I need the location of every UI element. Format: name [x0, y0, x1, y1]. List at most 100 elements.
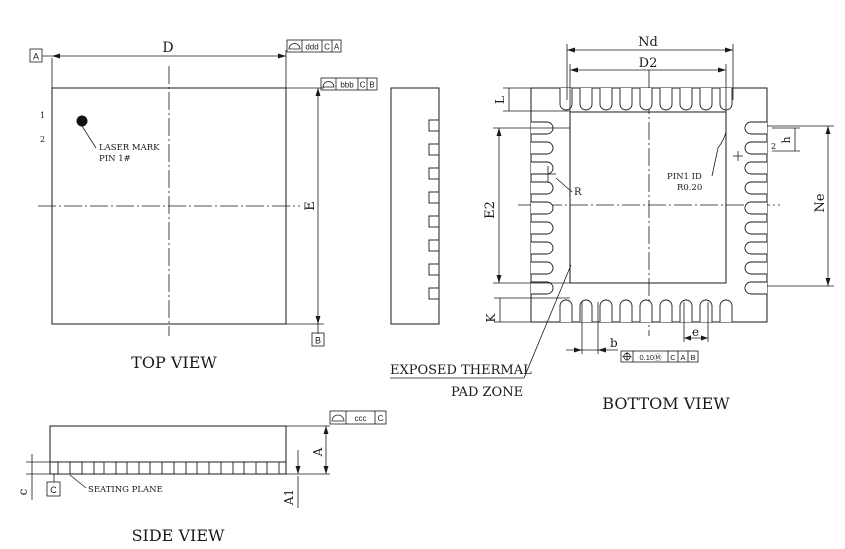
dim-nd-label: Nd — [638, 35, 658, 50]
position-datum-a: A — [680, 353, 685, 362]
bottom-view-pad-bottom — [579, 299, 593, 322]
dim-e-pitch-arrow-left — [684, 335, 691, 341]
ddd-datum-a: A — [334, 43, 340, 52]
bottom-view-pad-bottom — [619, 299, 633, 322]
dim-e-pitch-arrow-right — [701, 335, 708, 341]
bottom-view-pad-bottom — [719, 299, 733, 322]
bottom-view-pad-bottom — [639, 299, 653, 322]
dim-k-label: K — [484, 312, 498, 322]
exposed-thermal-pad — [569, 111, 727, 284]
datum-b-box — [311, 332, 325, 347]
bottom-view-title: BOTTOM VIEW — [602, 394, 730, 413]
bottom-view-pad-top — [659, 88, 673, 111]
side-view-body-outline — [49, 425, 287, 475]
seating-plane-leader — [69, 474, 87, 489]
laser-mark-pin-label-text: PIN 1# — [99, 154, 131, 164]
bottom-view-pad-bottom — [659, 299, 673, 322]
bottom-view-pad-left — [531, 241, 554, 255]
dim-a1-arrow — [295, 466, 301, 474]
bbb-datum-c: C — [360, 81, 366, 90]
bottom-view-pad-left — [531, 181, 554, 195]
dim-e-arrow-top — [315, 88, 321, 96]
bottom-view-pad-top — [559, 88, 573, 111]
datum-a-box — [29, 48, 43, 63]
datum-a-label: A — [33, 52, 39, 62]
side-view-pads — [57, 461, 280, 475]
bottom-view-pad-left — [531, 261, 554, 275]
dim-l-label: L — [493, 96, 507, 104]
ccc-datum-c: C — [378, 414, 384, 423]
thermal-pad-leader — [523, 264, 572, 379]
side-view-lead — [173, 461, 187, 475]
bottom-view-pad-top — [639, 88, 653, 111]
end-view — [390, 87, 440, 325]
bottom-view-pad-top — [599, 88, 613, 111]
seating-plane-label: SEATING PLANE — [88, 485, 163, 495]
r-leader — [555, 177, 573, 193]
bottom-view-pad-top — [699, 88, 713, 111]
end-view-pad — [428, 263, 440, 276]
dim-ne-arrow-top — [825, 126, 831, 134]
pin1-id-radius: R0.20 — [677, 183, 702, 193]
bottom-view-pad-top — [679, 88, 693, 111]
side-view-lead — [196, 461, 210, 475]
datum-c-label: C — [50, 485, 57, 495]
side-view-lead — [81, 461, 95, 475]
pin1-id-leader — [711, 131, 727, 177]
side-view-lead — [149, 461, 163, 475]
profile-surface-icon-2 — [322, 81, 335, 88]
dim-a-arrow-bottom — [323, 466, 329, 474]
bottom-view-pad-bottom — [599, 299, 613, 322]
dim-d-arrow-left — [52, 53, 60, 59]
side-view-lead — [57, 461, 71, 475]
end-view-body-outline — [390, 87, 440, 325]
dim-d-label: D — [162, 40, 173, 56]
bottom-view-pad-bottom — [679, 299, 693, 322]
position-datum-b: B — [690, 353, 695, 362]
bottom-view-pad-left — [531, 201, 554, 215]
ccc-value: ccc — [355, 414, 367, 423]
dim-c-label: c — [16, 488, 30, 495]
dim-b-label: b — [610, 336, 618, 350]
side-view-lead — [103, 461, 117, 475]
bottom-view-pad-right — [744, 121, 767, 135]
bottom-view-pad-left — [531, 281, 554, 295]
bottom-view-pad-top — [619, 88, 633, 111]
bottom-view-pad-bottom — [559, 299, 573, 322]
end-view-pad — [428, 191, 440, 204]
end-view-pad — [428, 215, 440, 228]
end-view-pad — [428, 239, 440, 252]
side-view: ccc C A A1 c C SEATING PLANE SIDE VIEW — [16, 410, 387, 545]
side-view-lead — [243, 461, 257, 475]
dim-e2-arrow-top — [496, 128, 502, 136]
laser-mark-label: LASER MARK — [99, 143, 160, 153]
dim-nd-arrow-left — [567, 47, 575, 53]
dim-ne-arrow-bottom — [825, 278, 831, 286]
bottom-view-pad-right — [744, 241, 767, 255]
dim-a-label: A — [311, 447, 325, 457]
bbb-value: bbb — [340, 81, 354, 90]
dim-e2-arrow-bottom — [496, 275, 502, 283]
thermal-pad-note-line2: PAD ZONE — [451, 385, 523, 400]
dim-h-label: h — [780, 136, 793, 143]
bottom-view-pad-left — [531, 141, 554, 155]
bottom-view-pad-right — [744, 281, 767, 295]
dim-e-arrow-bottom — [315, 316, 321, 324]
bottom-view-pad-left — [531, 221, 554, 235]
dim-a-arrow-top — [323, 426, 329, 434]
datum-b-label: B — [315, 336, 321, 346]
side-view-lead — [220, 461, 234, 475]
ddd-tolerance-frame: ddd C A — [286, 39, 342, 53]
ddd-value: ddd — [305, 43, 318, 52]
bottom-view-pad-right — [744, 141, 767, 155]
top-view: D A ddd C A bbb C B — [29, 39, 378, 372]
bottom-view-pad-right — [744, 221, 767, 235]
dim-b-arrow-right — [598, 347, 606, 353]
end-view-pad — [428, 119, 440, 132]
dim-d2-arrow-right — [718, 67, 726, 73]
profile-surface-icon-3 — [331, 414, 345, 422]
dim-d-arrow-right — [278, 53, 286, 59]
thermal-pad-note-line1: EXPOSED THERMAL — [390, 363, 532, 378]
dim-e-label: E — [303, 201, 318, 211]
